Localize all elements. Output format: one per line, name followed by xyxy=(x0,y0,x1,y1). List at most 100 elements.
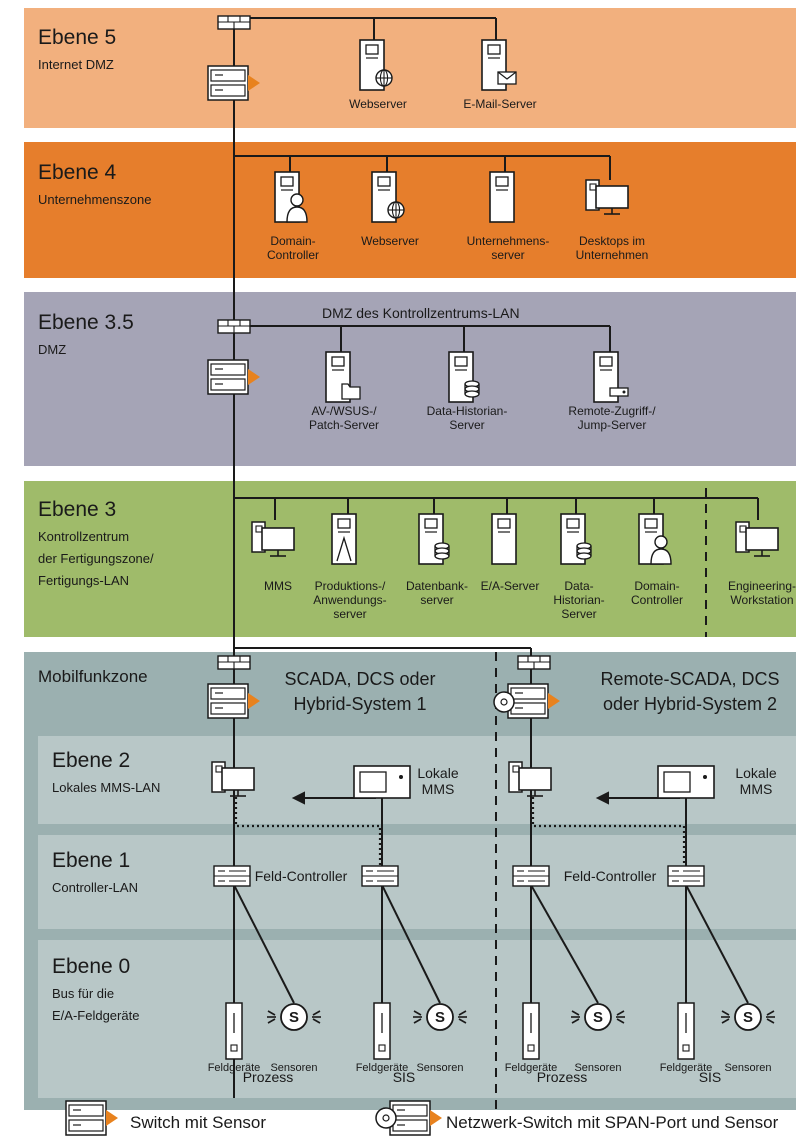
sensor-glyph: S xyxy=(435,1009,445,1026)
level-0-subtitle-2: E/A-Feldgeräte xyxy=(52,1008,139,1023)
firewall-icon xyxy=(517,655,551,670)
sensor-label: Sensoren xyxy=(574,1062,621,1074)
level-3-desktop-node: Engineering-Workstation xyxy=(728,521,796,607)
level-5-subtitle: Internet DMZ xyxy=(38,57,114,72)
legend-switch-sensor-icon xyxy=(65,1100,118,1136)
switch-sensor-icon xyxy=(207,683,260,719)
dotted-links xyxy=(234,797,686,866)
level-3-subtitle-1: Kontrollzentrum xyxy=(38,529,129,544)
level-3-5-node-label: Remote-Zugriff-/ xyxy=(568,404,656,418)
system-left-title-2: Hybrid-System 1 xyxy=(293,694,426,714)
level-4-web-node: Webserver xyxy=(361,171,419,248)
field-device-icon: Feldgeräte xyxy=(505,1002,557,1074)
level-3-5-folder-node: AV-/WSUS-/Patch-Server xyxy=(309,351,379,432)
sensor-glyph: S xyxy=(743,1009,753,1026)
level-3-node-label: Workstation xyxy=(730,593,793,607)
switch-sensor-icon xyxy=(207,359,260,395)
level-3-node-label: Anwendungs- xyxy=(313,593,386,607)
legend-span-switch-label: Netzwerk-Switch mit SPAN-Port und Sensor xyxy=(446,1113,779,1132)
level-3-db-node: Data-Historian-Server xyxy=(553,513,605,621)
level-3-5-subtitle: DMZ xyxy=(38,342,66,357)
sis-right-label: SIS xyxy=(699,1069,722,1085)
level-3-app-node: Produktions-/Anwendungs-server xyxy=(313,513,387,621)
field-controller-left-label: Feld-Controller xyxy=(255,868,348,884)
level-3-5-node-label: Patch-Server xyxy=(309,418,379,432)
level-3-5-title: Ebene 3.5 xyxy=(38,311,134,334)
system-left-title-1: SCADA, DCS oder xyxy=(284,669,435,689)
sensor-icon: S Sensoren xyxy=(267,1003,321,1074)
level-3-node-label: Datenbank- xyxy=(406,579,468,593)
firewall-icon xyxy=(217,655,251,670)
local-mms-icon xyxy=(353,765,411,799)
level-3-node-label: Domain- xyxy=(634,579,679,593)
level-4-title: Ebene 4 xyxy=(38,161,117,184)
field-device-icon: Feldgeräte xyxy=(208,1002,260,1074)
field-controller-icon xyxy=(213,865,251,887)
level-3-user-node: Domain-Controller xyxy=(631,513,683,607)
sensor-glyph: S xyxy=(593,1009,603,1026)
field-controller-right-label: Feld-Controller xyxy=(564,868,657,884)
level-3-5-db-node: Data-Historian-Server xyxy=(427,351,508,432)
level-3-node-label: E/A-Server xyxy=(481,579,540,593)
mms-workstation-icon xyxy=(211,761,255,797)
sensor-icon: S Sensoren xyxy=(413,1003,467,1074)
level-4-node-label: Unternehmens- xyxy=(467,234,550,248)
sensor-label: Sensoren xyxy=(270,1062,317,1074)
level-3-5-node-label: Data-Historian- xyxy=(427,404,508,418)
level-4-user-node: Domain-Controller xyxy=(267,171,319,262)
level-5-title: Ebene 5 xyxy=(38,26,116,49)
level-1-title: Ebene 1 xyxy=(52,849,130,872)
sensor-label: Sensoren xyxy=(724,1062,771,1074)
legend-switch-sensor-label: Switch mit Sensor xyxy=(130,1113,266,1132)
local-mms-left-2: MMS xyxy=(422,781,455,797)
zone-level-4 xyxy=(24,142,796,278)
level-3-5-node-label: Server xyxy=(449,418,484,432)
level-5-mail-node: E-Mail-Server xyxy=(463,39,537,111)
level-4-node-label: Desktops im xyxy=(579,234,645,248)
zone-level-3-5 xyxy=(24,292,796,466)
level-3-node-label: server xyxy=(333,607,366,621)
system-right-title-1: Remote-SCADA, DCS xyxy=(600,669,779,689)
span-port-icon xyxy=(493,691,515,713)
level-4-plain-node: Unternehmens-server xyxy=(467,171,550,262)
sensor-icon: S Sensoren xyxy=(571,1003,625,1074)
level-3-5-node-label: Jump-Server xyxy=(578,418,647,432)
process-left-label: Prozess xyxy=(243,1069,294,1085)
level-0-subtitle-1: Bus für die xyxy=(52,986,114,1001)
level-4-node-label: Webserver xyxy=(361,234,419,248)
level-5-node-label: Webserver xyxy=(349,97,407,111)
zone-level-5 xyxy=(24,8,796,128)
field-controller-icon xyxy=(512,865,550,887)
sensor-glyph: S xyxy=(289,1009,299,1026)
level-4-node-label: Controller xyxy=(267,248,319,262)
level-3-5-jump-node: Remote-Zugriff-/Jump-Server xyxy=(568,351,656,432)
level-3-title: Ebene 3 xyxy=(38,498,116,521)
field-controller-icon xyxy=(361,865,399,887)
level-5-web-node: Webserver xyxy=(349,39,407,111)
level-3-node-label: MMS xyxy=(264,579,292,593)
level-3-node-label: Produktions-/ xyxy=(315,579,386,593)
zone-level-0 xyxy=(38,940,796,1098)
switch-sensor-icon xyxy=(207,65,260,101)
local-mms-right-1: Lokale xyxy=(735,765,776,781)
system-right-title-2: oder Hybrid-System 2 xyxy=(603,694,777,714)
mms-workstation-icon xyxy=(508,761,552,797)
level-3-node-label: server xyxy=(420,593,453,607)
level-4-node-label: Domain- xyxy=(270,234,315,248)
level-3-db-node: Datenbank-server xyxy=(406,513,468,607)
sensor-label: Sensoren xyxy=(416,1062,463,1074)
legend-span-port-icon xyxy=(375,1107,397,1129)
level-3-node-label: Data- xyxy=(564,579,593,593)
level-3-node-label: Controller xyxy=(631,593,683,607)
sis-left-label: SIS xyxy=(393,1069,416,1085)
level-3-node-label: Historian- xyxy=(553,593,604,607)
level-3-node-label: Server xyxy=(561,607,596,621)
field-device-label: Feldgeräte xyxy=(660,1062,713,1074)
cell-zone-title: Mobilfunkzone xyxy=(38,667,148,686)
level-3-subtitle-2: der Fertigungszone/ xyxy=(38,551,154,566)
firewall-icon xyxy=(217,15,251,30)
zone-dividers xyxy=(495,488,707,1110)
local-mms-icon xyxy=(657,765,715,799)
level-4-subtitle: Unternehmenszone xyxy=(38,192,151,207)
